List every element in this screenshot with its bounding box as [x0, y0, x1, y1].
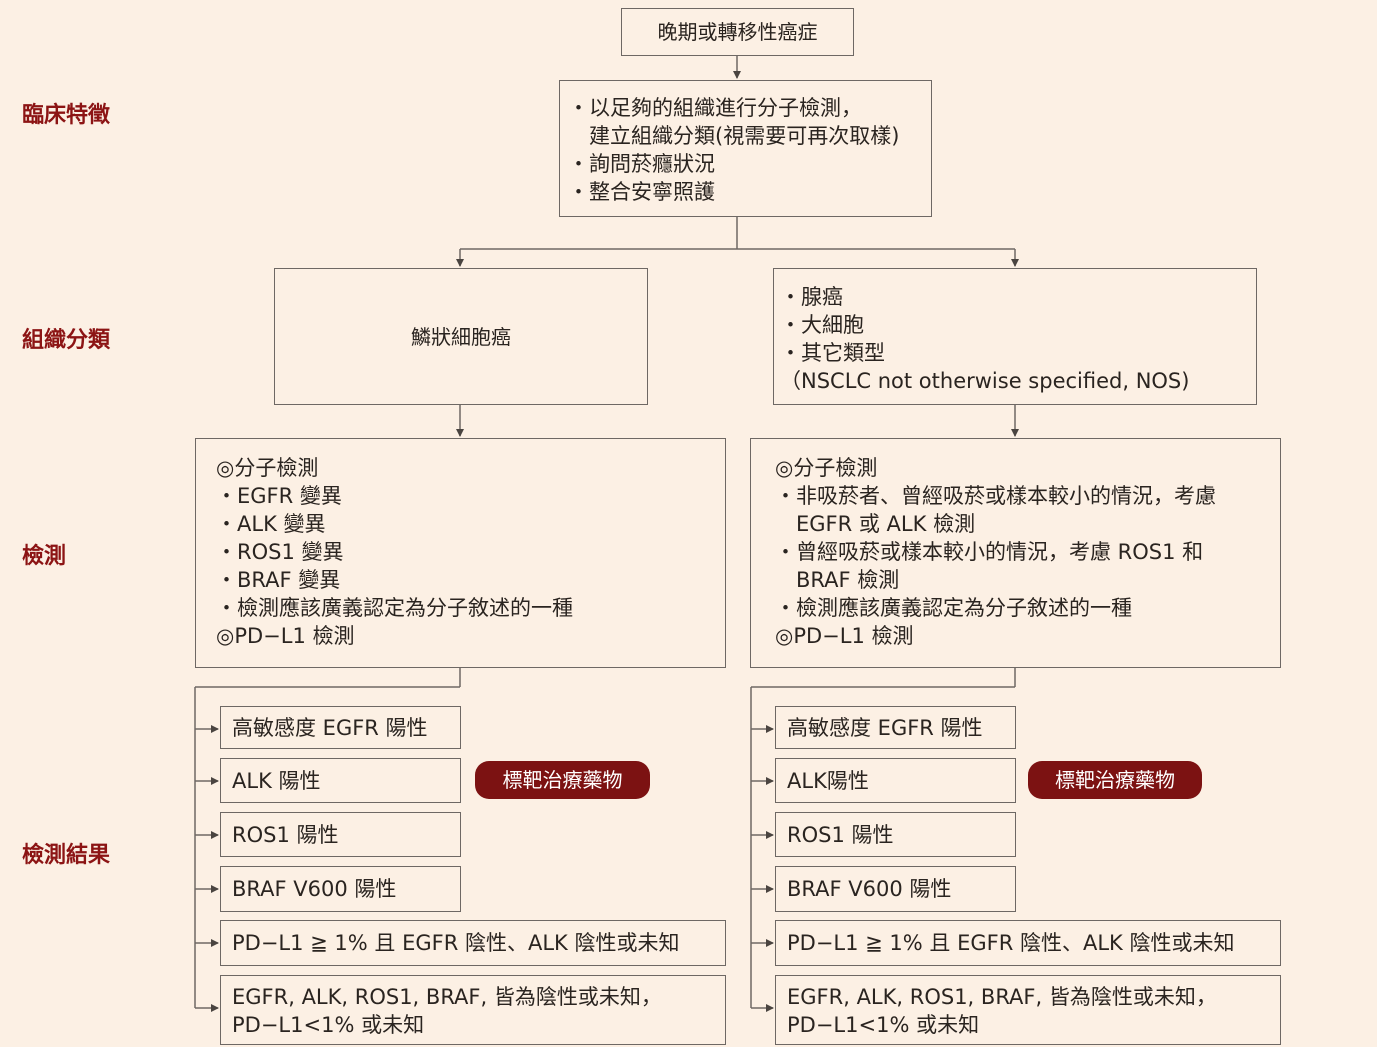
clinical-box: ・以足夠的組織進行分子檢測， 建立組織分類(視需要可再次取樣) ・詢問菸癮狀況 … [559, 80, 932, 217]
clinical-line: ・整合安寧照護 [568, 180, 715, 204]
result-right-alk: ALK陽性 [775, 758, 1016, 803]
result-text: ROS1 陽性 [232, 823, 339, 847]
histology-line: ・其它類型 [780, 341, 885, 365]
result-right-ros1: ROS1 陽性 [775, 812, 1016, 857]
label-testing: 檢測 [22, 544, 67, 569]
result-left-ros1: ROS1 陽性 [220, 812, 461, 857]
testing-line: ◎分子檢測 [216, 456, 319, 480]
result-text: 高敏感度 EGFR 陽性 [787, 716, 983, 740]
testing-line: ・BRAF 變異 [216, 568, 341, 592]
result-right-negative: EGFR, ALK, ROS1, BRAF, 皆為陰性或未知， PD−L1<1%… [775, 975, 1281, 1045]
label-results: 檢測結果 [22, 843, 111, 868]
result-left-egfr: 高敏感度 EGFR 陽性 [220, 706, 461, 749]
title-box: 晚期或轉移性癌症 [621, 8, 854, 56]
histology-line: （NSCLC not otherwise specified, NOS) [780, 369, 1190, 393]
targeted-therapy-badge-right: 標靶治療藥物 [1028, 761, 1202, 799]
result-left-braf: BRAF V600 陽性 [220, 866, 461, 912]
result-text: PD−L1 ≧ 1% 且 EGFR 陰性、ALK 陰性或未知 [232, 931, 680, 955]
testing-line: BRAF 檢測 [775, 568, 900, 592]
histology-line: ・大細胞 [780, 313, 864, 337]
testing-line: ・曾經吸菸或樣本較小的情況，考慮 ROS1 和 [775, 540, 1204, 564]
result-text: EGFR, ALK, ROS1, BRAF, 皆為陰性或未知， [232, 985, 662, 1009]
testing-line: ・EGFR 變異 [216, 484, 342, 508]
clinical-line: 建立組織分類(視需要可再次取樣) [568, 124, 900, 148]
histology-line: ・腺癌 [780, 285, 843, 309]
result-text: PD−L1<1% 或未知 [232, 1013, 425, 1037]
testing-line: ・ROS1 變異 [216, 540, 344, 564]
result-right-pdl1: PD−L1 ≧ 1% 且 EGFR 陰性、ALK 陰性或未知 [775, 920, 1281, 966]
result-text: ALK陽性 [787, 769, 869, 793]
result-left-alk: ALK 陽性 [220, 758, 461, 803]
result-left-negative: EGFR, ALK, ROS1, BRAF, 皆為陰性或未知， PD−L1<1%… [220, 975, 726, 1045]
result-text: 高敏感度 EGFR 陽性 [232, 716, 428, 740]
testing-line: ◎PD−L1 檢測 [216, 624, 355, 648]
result-text: ROS1 陽性 [787, 823, 894, 847]
result-right-egfr: 高敏感度 EGFR 陽性 [775, 706, 1016, 749]
label-histology: 組織分類 [22, 328, 111, 353]
histology-squamous-text: 鱗狀細胞癌 [411, 324, 511, 349]
label-clinical: 臨床特徵 [22, 103, 111, 128]
testing-line: ・檢測應該廣義認定為分子敘述的一種 [216, 596, 573, 620]
testing-line: ◎PD−L1 檢測 [775, 624, 914, 648]
testing-line: EGFR 或 ALK 檢測 [775, 512, 976, 536]
result-text: PD−L1<1% 或未知 [787, 1013, 980, 1037]
testing-left-box: ◎分子檢測 ・EGFR 變異 ・ALK 變異 ・ROS1 變異 ・BRAF 變異… [195, 438, 726, 668]
title-text: 晚期或轉移性癌症 [657, 20, 818, 44]
result-right-braf: BRAF V600 陽性 [775, 866, 1016, 912]
testing-right-box: ◎分子檢測 ・非吸菸者、曾經吸菸或樣本較小的情況，考慮 EGFR 或 ALK 檢… [750, 438, 1281, 668]
histology-nonsquamous-box: ・腺癌 ・大細胞 ・其它類型 （NSCLC not otherwise spec… [773, 268, 1257, 405]
targeted-therapy-badge-left: 標靶治療藥物 [475, 761, 650, 799]
testing-line: ・檢測應該廣義認定為分子敘述的一種 [775, 596, 1132, 620]
result-left-pdl1: PD−L1 ≧ 1% 且 EGFR 陰性、ALK 陰性或未知 [220, 920, 726, 966]
clinical-line: ・以足夠的組織進行分子檢測， [568, 96, 862, 120]
result-text: BRAF V600 陽性 [232, 877, 397, 901]
clinical-line: ・詢問菸癮狀況 [568, 152, 715, 176]
result-text: PD−L1 ≧ 1% 且 EGFR 陰性、ALK 陰性或未知 [787, 931, 1235, 955]
histology-squamous-box: 鱗狀細胞癌 [274, 268, 648, 405]
result-text: BRAF V600 陽性 [787, 877, 952, 901]
testing-line: ・非吸菸者、曾經吸菸或樣本較小的情況，考慮 [775, 484, 1216, 508]
testing-line: ◎分子檢測 [775, 456, 878, 480]
testing-line: ・ALK 變異 [216, 512, 326, 536]
result-text: ALK 陽性 [232, 769, 321, 793]
result-text: EGFR, ALK, ROS1, BRAF, 皆為陰性或未知， [787, 985, 1217, 1009]
